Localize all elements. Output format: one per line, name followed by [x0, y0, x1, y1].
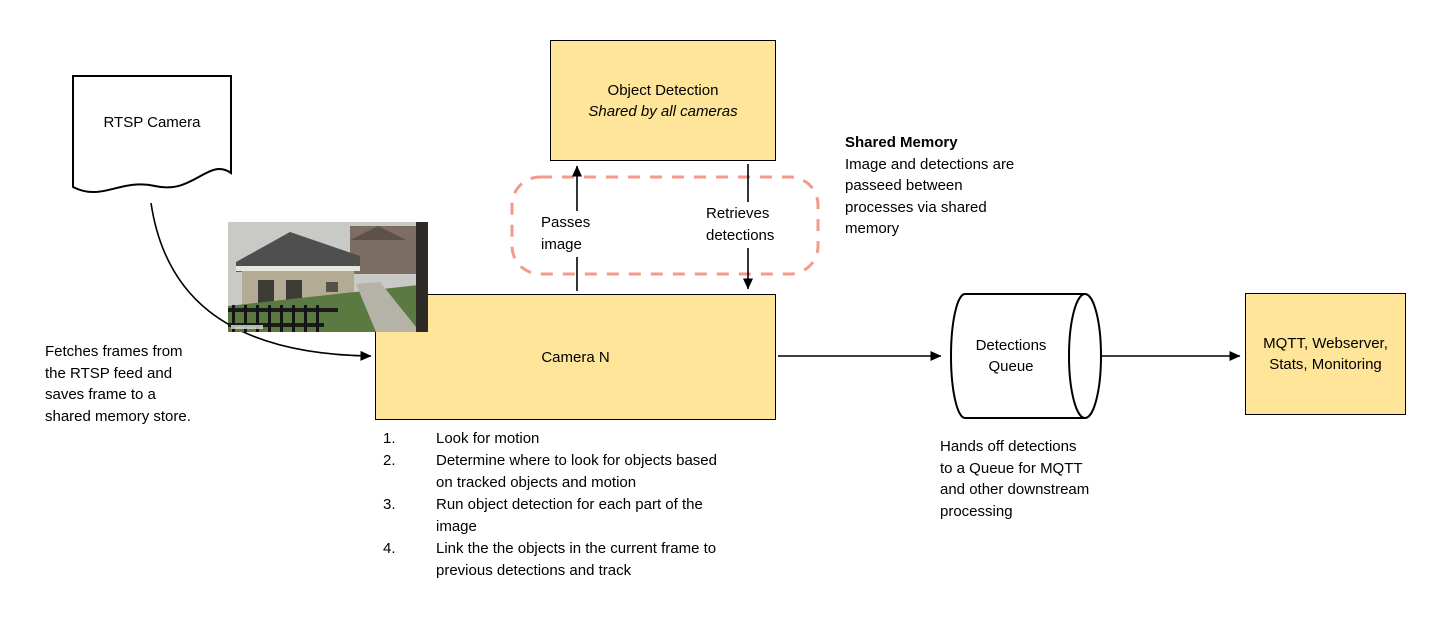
camera-n-label: Camera N: [541, 348, 610, 366]
shared-memory-note-title: Shared Memory: [845, 134, 958, 151]
object-detection-title: Object Detection: [607, 81, 719, 99]
document-shape-icon: [72, 75, 232, 193]
list-item: 4. Link the the objects in the current f…: [383, 538, 743, 582]
shared-memory-note: Shared Memory Image and detections are p…: [845, 132, 1027, 240]
shared-memory-note-body: Image and detections are passeed between…: [845, 155, 1015, 238]
photo-sidewalk: [356, 282, 420, 332]
photo-eave: [236, 266, 360, 271]
step-text: Look for motion: [436, 430, 540, 447]
detections-queue-node: Detections Queue: [945, 292, 1107, 420]
list-item: 1. Look for motion: [383, 428, 743, 450]
photo-window: [326, 282, 338, 292]
list-item: 3. Run object detection for each part of…: [383, 494, 743, 538]
photo-porch-post: [416, 222, 428, 332]
queue-cylinder-icon: [950, 293, 1102, 419]
list-item: 2. Determine where to look for objects b…: [383, 450, 743, 494]
photo-timestamp-overlay: [231, 325, 263, 329]
outputs-node: MQTT, Webserver, Stats, Monitoring: [1245, 293, 1406, 415]
step-text: Link the the objects in the current fram…: [436, 540, 717, 579]
detections-queue-label: Detections Queue: [975, 337, 1047, 375]
fetch-frames-note: Fetches frames from the RTSP feed and sa…: [45, 343, 191, 425]
step-text: Determine where to look for objects base…: [436, 452, 717, 491]
camera-n-node: Camera N: [375, 294, 776, 420]
passes-image-label: Passes image: [539, 211, 601, 257]
outputs-label: MQTT, Webserver, Stats, Monitoring: [1263, 335, 1388, 373]
camera-steps-list: 1. Look for motion 2. Determine where to…: [383, 428, 743, 582]
step-number: 1.: [383, 430, 396, 447]
camera-snapshot-image: [228, 222, 428, 332]
step-number: 3.: [383, 496, 396, 513]
camera-snapshot-scene: [228, 222, 428, 332]
queue-handoff-note: Hands off detections to a Queue for MQTT…: [940, 438, 1090, 520]
object-detection-node: Object Detection Shared by all cameras: [550, 40, 776, 161]
rtsp-camera-node: [72, 75, 232, 212]
step-number: 2.: [383, 452, 396, 469]
retrieves-detections-label: Retrieves detections: [704, 202, 792, 248]
step-text: Run object detection for each part of th…: [436, 496, 703, 535]
object-detection-subtitle: Shared by all cameras: [588, 102, 738, 120]
rtsp-camera-label: RTSP Camera: [103, 114, 201, 131]
step-number: 4.: [383, 540, 396, 557]
